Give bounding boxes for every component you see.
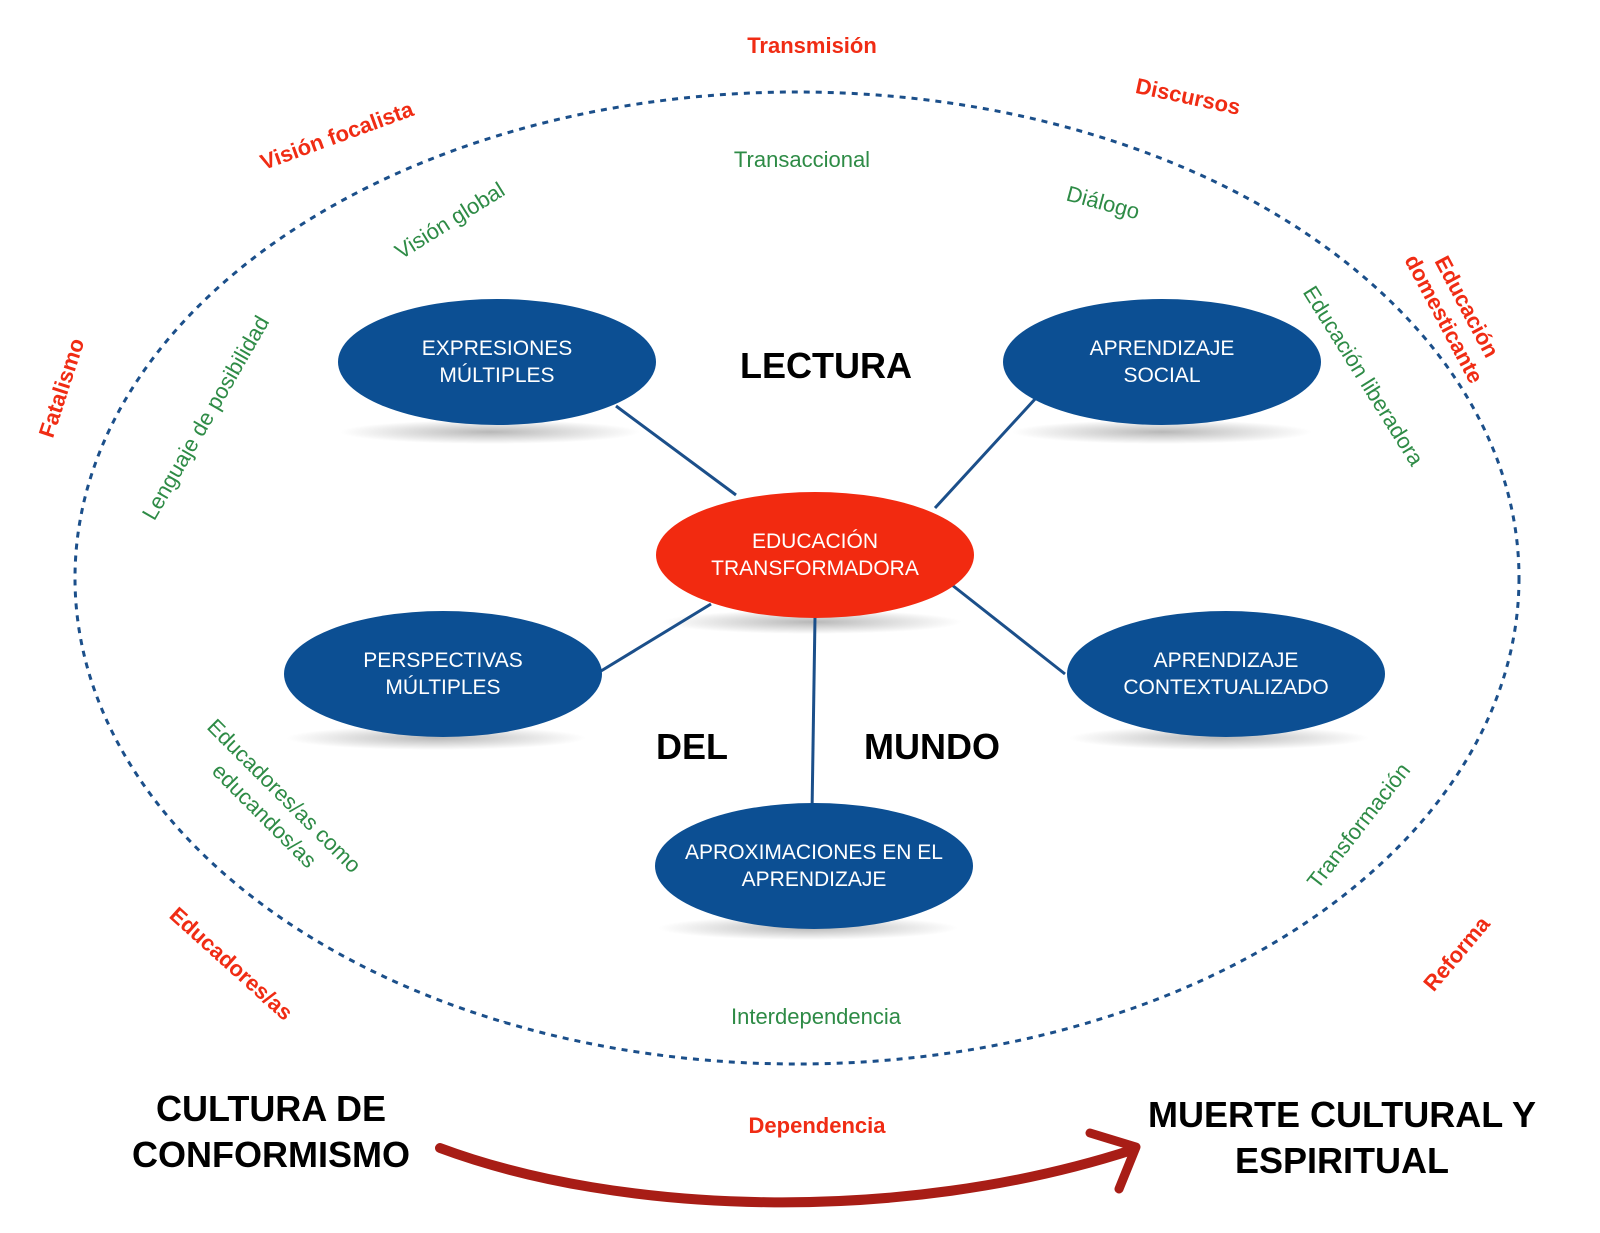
connector-aprendizaje-contextualizado bbox=[951, 583, 1066, 676]
text-muerte-cultural-y-espiritual: MUERTE CULTURAL Y ESPIRITUAL bbox=[1147, 1094, 1537, 1181]
connector-aproximaciones bbox=[810, 616, 817, 814]
label-dependencia: Dependencia bbox=[748, 1113, 886, 1138]
connector-expresiones bbox=[615, 404, 737, 497]
text-cultura-de-conformismo: CULTURA DE CONFORMISMO bbox=[132, 1088, 410, 1175]
orbit-dotted-ellipse bbox=[73, 90, 1521, 1066]
label-transaccional: Transaccional bbox=[733, 147, 871, 172]
arrow-conformismo-to-muerte bbox=[435, 1128, 1141, 1208]
label-transmision: Transmisión bbox=[747, 33, 877, 58]
node-shadows bbox=[286, 420, 1369, 940]
word-mundo: MUNDO bbox=[864, 726, 1000, 767]
label-interdependencia: Interdependencia bbox=[730, 1004, 902, 1029]
connector-perspectivas bbox=[600, 602, 712, 673]
word-lectura: LECTURA bbox=[740, 345, 912, 386]
word-del: DEL bbox=[656, 726, 728, 767]
connector-aprendizaje-social bbox=[933, 396, 1038, 510]
